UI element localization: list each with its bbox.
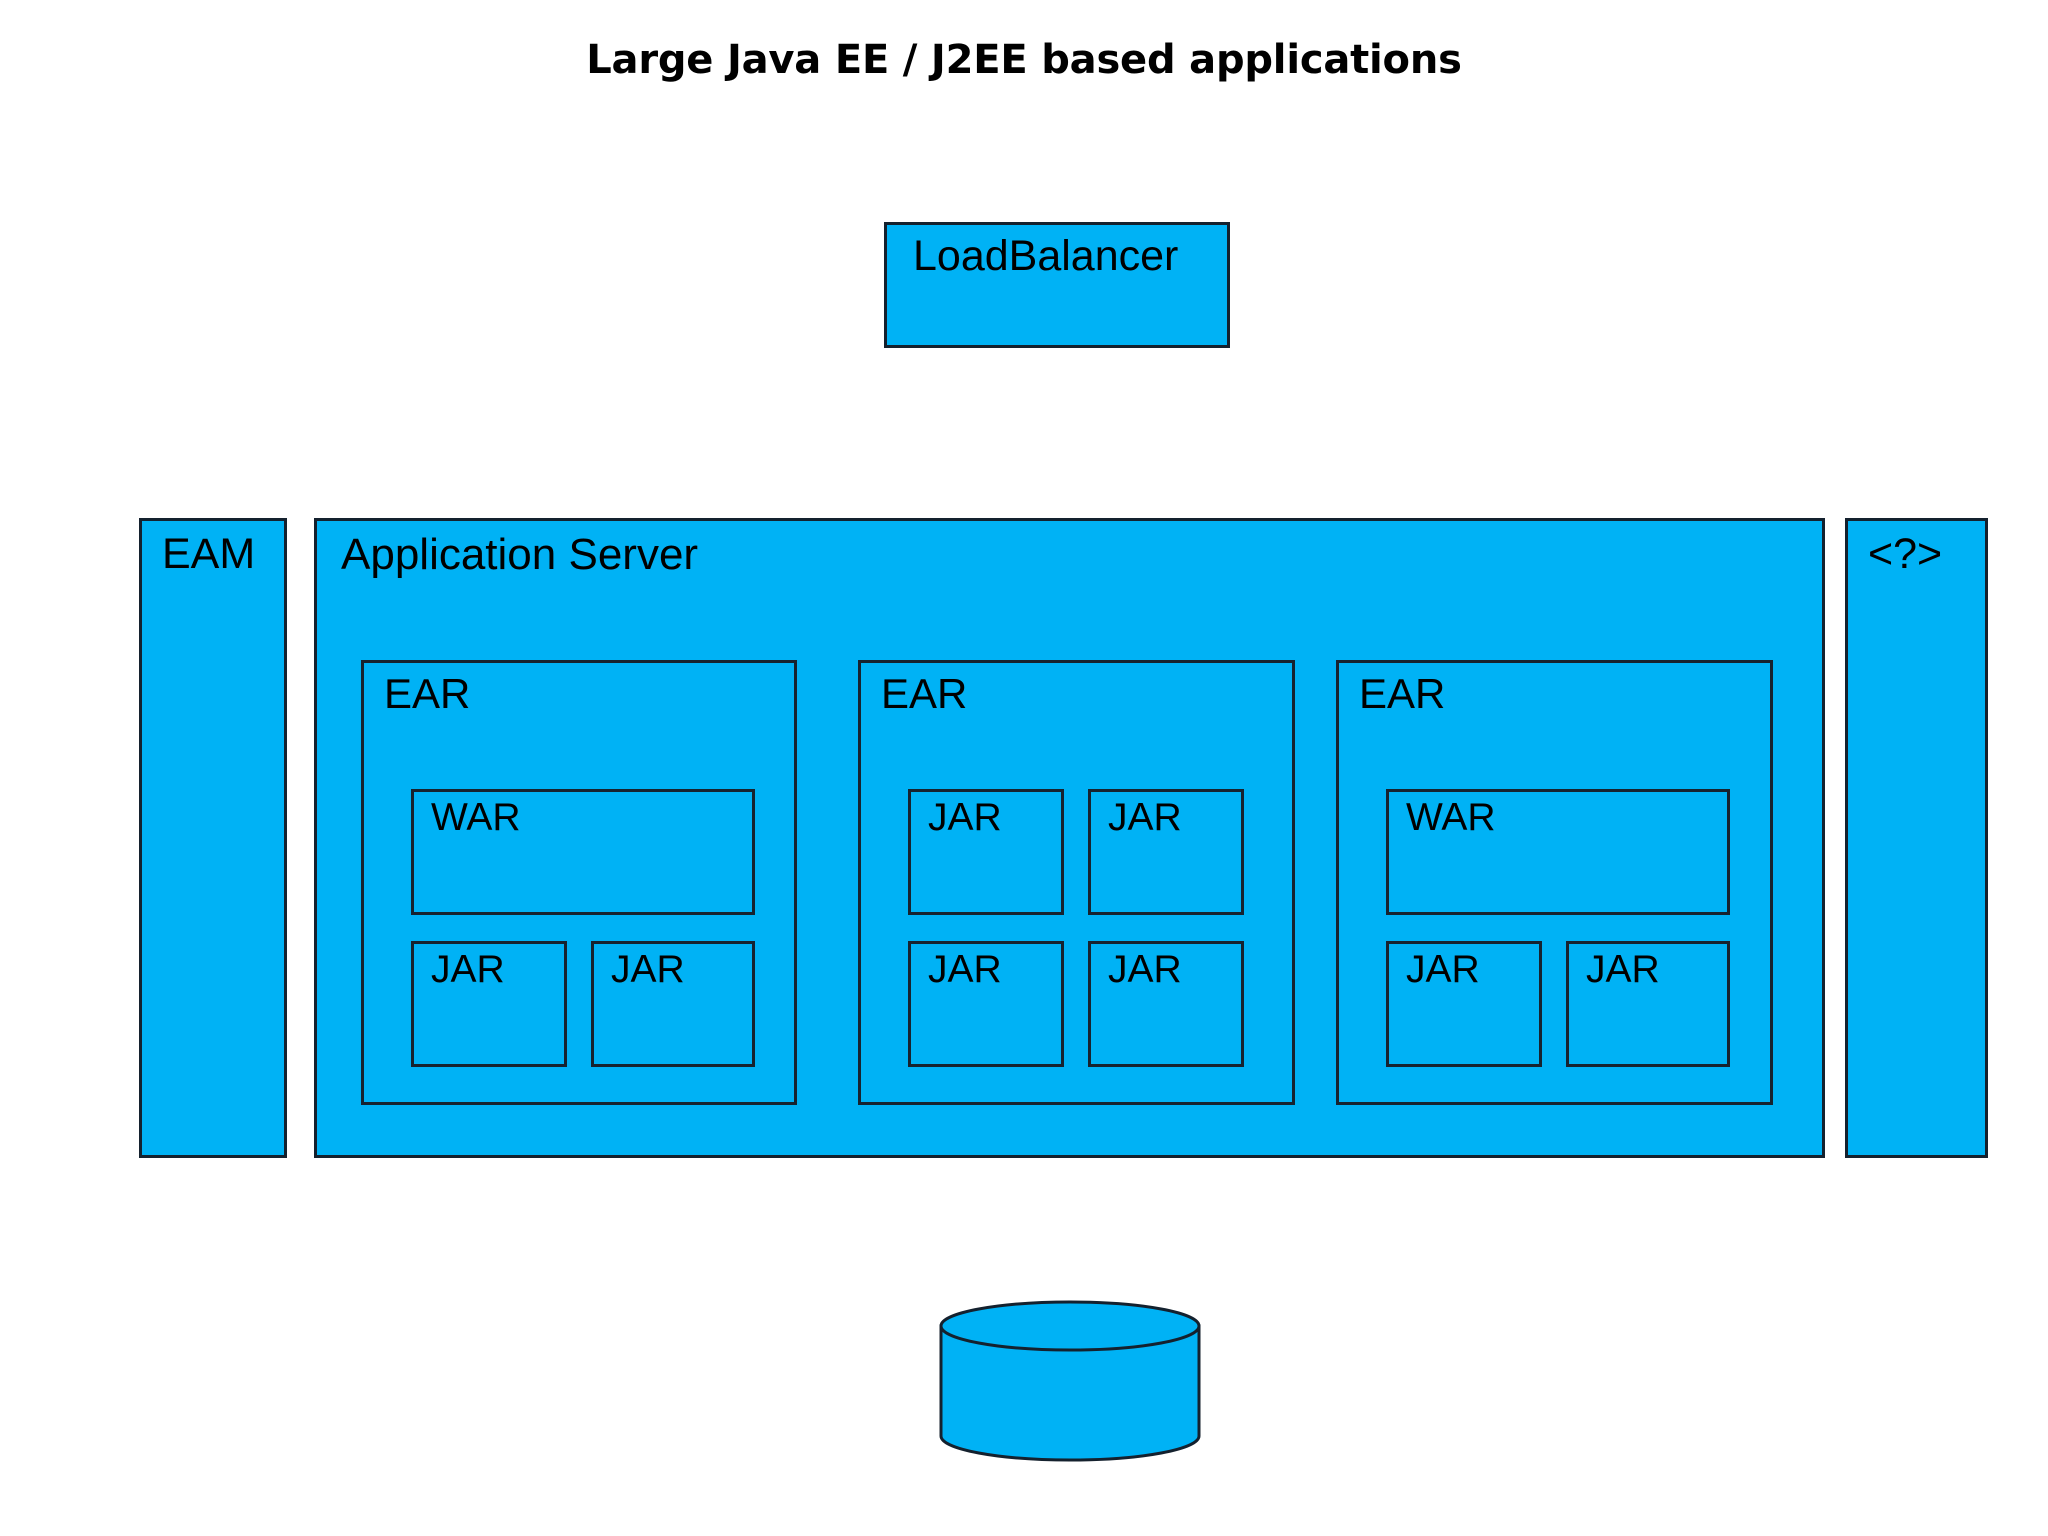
ear-label: EAR bbox=[384, 670, 471, 717]
war-artifact[interactable]: WAR bbox=[411, 789, 755, 915]
jar-label: JAR bbox=[431, 948, 505, 991]
ear-label: EAR bbox=[881, 670, 968, 717]
jar-label: JAR bbox=[611, 948, 685, 991]
jar-label: JAR bbox=[928, 796, 1002, 839]
jar-label: JAR bbox=[1586, 948, 1660, 991]
eam-node[interactable]: EAM bbox=[139, 518, 287, 1158]
jar-artifact[interactable]: JAR bbox=[1088, 941, 1244, 1067]
load-balancer-node[interactable]: LoadBalancer bbox=[884, 222, 1230, 348]
jar-label: JAR bbox=[928, 948, 1002, 991]
jar-artifact[interactable]: JAR bbox=[411, 941, 567, 1067]
ear-node-1[interactable]: EAR WAR JAR JAR bbox=[361, 660, 797, 1105]
ear-label: EAR bbox=[1359, 670, 1446, 717]
jar-artifact[interactable]: JAR bbox=[908, 789, 1064, 915]
application-server-node[interactable]: Application Server EAR WAR JAR JAR EAR J… bbox=[314, 518, 1825, 1158]
ear-node-3[interactable]: EAR WAR JAR JAR bbox=[1336, 660, 1773, 1105]
page-title: Large Java EE / J2EE based applications bbox=[586, 37, 1462, 83]
ear-node-2[interactable]: EAR JAR JAR JAR JAR bbox=[858, 660, 1295, 1105]
database-icon bbox=[939, 1300, 1201, 1462]
jar-artifact[interactable]: JAR bbox=[1386, 941, 1542, 1067]
load-balancer-label: LoadBalancer bbox=[913, 232, 1179, 280]
unknown-component-node[interactable]: <?> bbox=[1845, 518, 1988, 1158]
war-label: WAR bbox=[1406, 796, 1496, 839]
eam-label: EAM bbox=[162, 530, 256, 578]
jar-label: JAR bbox=[1108, 948, 1182, 991]
jar-label: JAR bbox=[1406, 948, 1480, 991]
application-server-label: Application Server bbox=[341, 530, 699, 579]
jar-artifact[interactable]: JAR bbox=[591, 941, 755, 1067]
jar-artifact[interactable]: JAR bbox=[1566, 941, 1730, 1067]
database-cylinder-node[interactable] bbox=[938, 1299, 1202, 1463]
war-label: WAR bbox=[431, 796, 521, 839]
jar-artifact[interactable]: JAR bbox=[908, 941, 1064, 1067]
war-artifact[interactable]: WAR bbox=[1386, 789, 1730, 915]
unknown-component-label: <?> bbox=[1868, 530, 1943, 578]
jar-label: JAR bbox=[1108, 796, 1182, 839]
jar-artifact[interactable]: JAR bbox=[1088, 789, 1244, 915]
